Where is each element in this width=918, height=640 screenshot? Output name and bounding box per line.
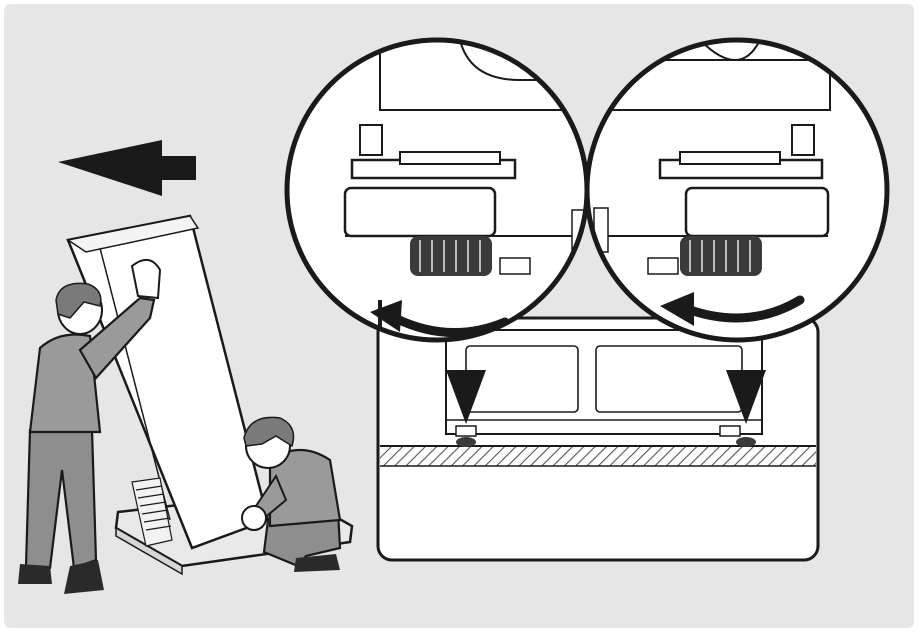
shoe-left: [18, 564, 52, 584]
hand: [130, 259, 162, 300]
hair: [243, 416, 295, 448]
vent-grille: [131, 477, 173, 547]
leveling-foot-left: [456, 437, 476, 447]
foot-highlight-circle: [241, 505, 267, 531]
leveling-foot-knob-left: [410, 236, 492, 276]
leveling-foot-knob-right: [680, 236, 762, 276]
shoe-right: [64, 560, 104, 594]
rotate-counterclockwise-arrow-icon: [390, 313, 510, 338]
shoe: [294, 554, 340, 572]
hair: [55, 282, 102, 319]
rotate-counterclockwise-arrow-icon: [685, 295, 805, 323]
right-leveling-foot-detail: [587, 40, 887, 340]
leveling-foot-right: [736, 437, 756, 447]
refrigerator-base-view: [376, 316, 820, 562]
pointer-right-triangle-icon: [726, 370, 766, 424]
person-adjusting-foot: [241, 416, 342, 572]
pointer-left-triangle-icon: [446, 370, 486, 424]
left-leveling-foot-detail: [287, 40, 587, 340]
arrow-left-icon: [58, 140, 196, 196]
floor-hatching: [380, 446, 816, 466]
person-tilting-refrigerator: [18, 259, 162, 594]
